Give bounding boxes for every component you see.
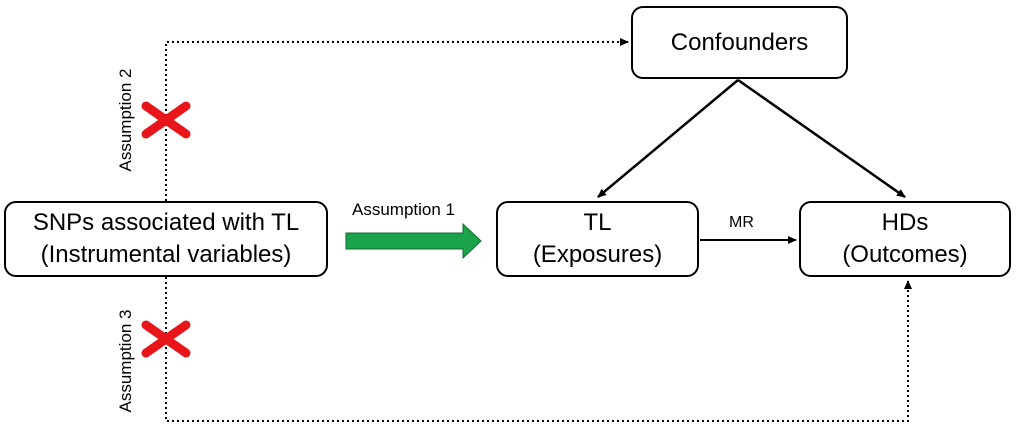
node-tl: TL (Exposures) — [496, 201, 699, 277]
node-snps-line1: SNPs associated with TL — [32, 209, 300, 236]
node-hds-line2: (Outcomes) — [842, 241, 968, 268]
assumption1-label: Assumption 1 — [352, 200, 455, 219]
node-tl-line2: (Exposures) — [532, 241, 663, 268]
node-tl-line1: TL — [583, 209, 612, 236]
assumption2-label: Assumption 2 — [116, 68, 135, 172]
edge-snps-to-hds — [165, 277, 912, 422]
assumption3-cross-mark-icon — [141, 320, 191, 358]
assumption3-label: Assumption 3 — [116, 309, 135, 413]
edge-confounders-to-tl — [597, 79, 739, 198]
node-confounders: Confounders — [631, 6, 848, 79]
assumption2-cross-mark-icon — [141, 101, 191, 139]
node-hds: HDs (Outcomes) — [799, 201, 1011, 277]
edge-confounders-to-hds — [737, 78, 906, 199]
node-snps: SNPs associated with TL (Instrumental va… — [4, 201, 328, 277]
node-confounders-label: Confounders — [670, 28, 809, 56]
assumption1-arrow-icon — [345, 222, 482, 260]
edge-snps-to-confounders — [165, 38, 629, 201]
node-snps-line2: (Instrumental variables) — [40, 241, 292, 268]
mr-label: MR — [729, 214, 754, 231]
node-hds-line1: HDs — [881, 209, 929, 236]
